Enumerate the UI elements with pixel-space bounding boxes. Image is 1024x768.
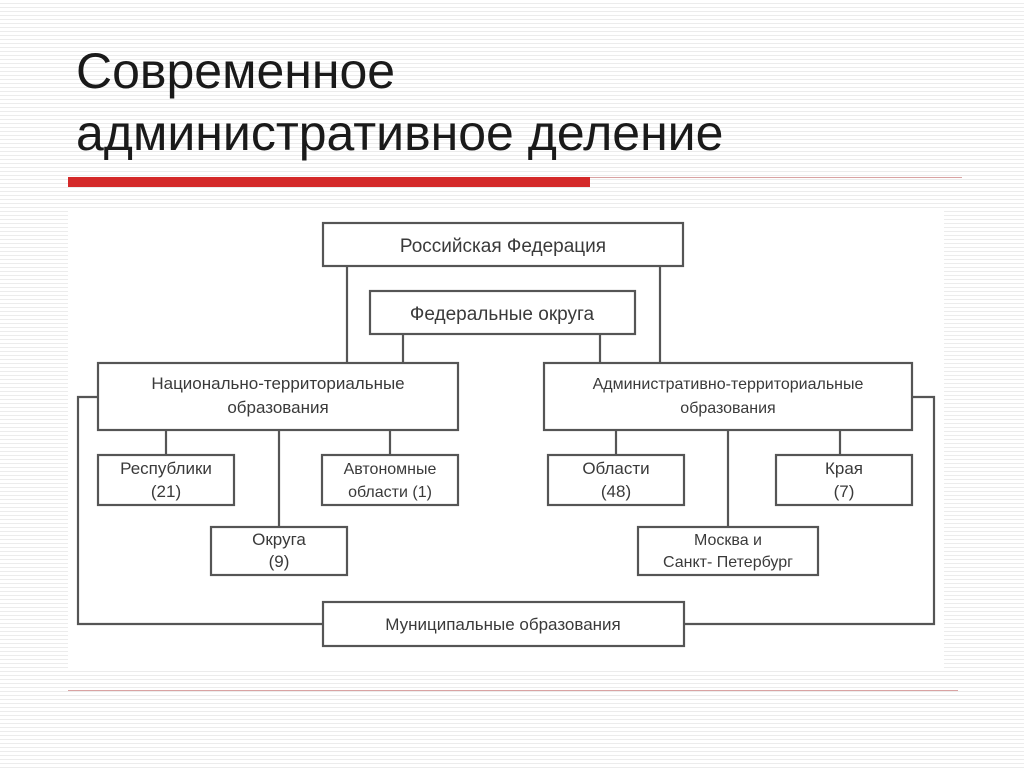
node-krais-line-1: Края xyxy=(825,459,863,478)
node-oblasts-line-2: (48) xyxy=(601,482,631,501)
node-russian-federation: Российская Федерация xyxy=(321,221,685,268)
node-krais: Края (7) xyxy=(774,453,914,507)
node-federal-districts-label: Федеральные округа xyxy=(410,304,595,325)
node-okrugs-line-1: Округа xyxy=(252,530,306,549)
node-municipal: Муниципальные образования xyxy=(321,600,686,648)
node-russian-federation-label: Российская Федерация xyxy=(400,236,606,257)
node-republics-line-2: (21) xyxy=(151,482,181,501)
title-divider-line xyxy=(590,177,962,178)
node-autonomous-oblasts: Автономные области (1) xyxy=(320,453,460,507)
title-accent-bar xyxy=(68,177,590,187)
slide-title: Современное административное деление xyxy=(76,40,976,164)
node-national-territorial-line-2: образования xyxy=(227,398,328,417)
node-republics-line-1: Республики xyxy=(120,459,212,478)
connector-national-to-municipal xyxy=(76,395,323,626)
connector-administrative-to-municipal xyxy=(684,395,936,626)
node-autonomous-oblasts-line-1: Автономные xyxy=(344,461,437,478)
node-moscow-st-petersburg-line-2: Санкт- Петербург xyxy=(663,554,793,571)
diagram-connectors xyxy=(76,266,936,626)
node-moscow-st-petersburg-line-1: Москва и xyxy=(694,532,762,549)
administrative-division-diagram: Российская Федерация Федеральные округа … xyxy=(68,208,944,670)
node-oblasts-line-1: Области xyxy=(582,459,649,478)
node-okrugs-line-2: (9) xyxy=(269,552,290,571)
node-municipal-label: Муниципальные образования xyxy=(385,615,621,634)
slide-title-line-1: Современное xyxy=(76,43,396,99)
node-federal-districts: Федеральные округа xyxy=(368,289,637,336)
node-national-territorial-line-1: Национально-территориальные xyxy=(151,374,404,393)
node-moscow-st-petersburg: Москва и Санкт- Петербург xyxy=(636,525,820,577)
node-administrative-territorial: Административно-территориальные образова… xyxy=(542,361,914,432)
node-national-territorial: Национально-территориальные образования xyxy=(96,361,460,432)
node-oblasts: Области (48) xyxy=(546,453,686,507)
node-republics: Республики (21) xyxy=(96,453,236,507)
slide-title-line-2: административное деление xyxy=(76,105,724,161)
node-administrative-territorial-line-2: образования xyxy=(680,400,775,417)
footer-divider-line xyxy=(68,690,958,691)
node-administrative-territorial-line-1: Административно-территориальные xyxy=(593,376,864,393)
diagram-canvas: Российская Федерация Федеральные округа … xyxy=(76,221,936,648)
node-autonomous-oblasts-line-2: области (1) xyxy=(348,484,432,501)
node-krais-line-2: (7) xyxy=(834,482,855,501)
node-okrugs: Округа (9) xyxy=(209,525,349,577)
